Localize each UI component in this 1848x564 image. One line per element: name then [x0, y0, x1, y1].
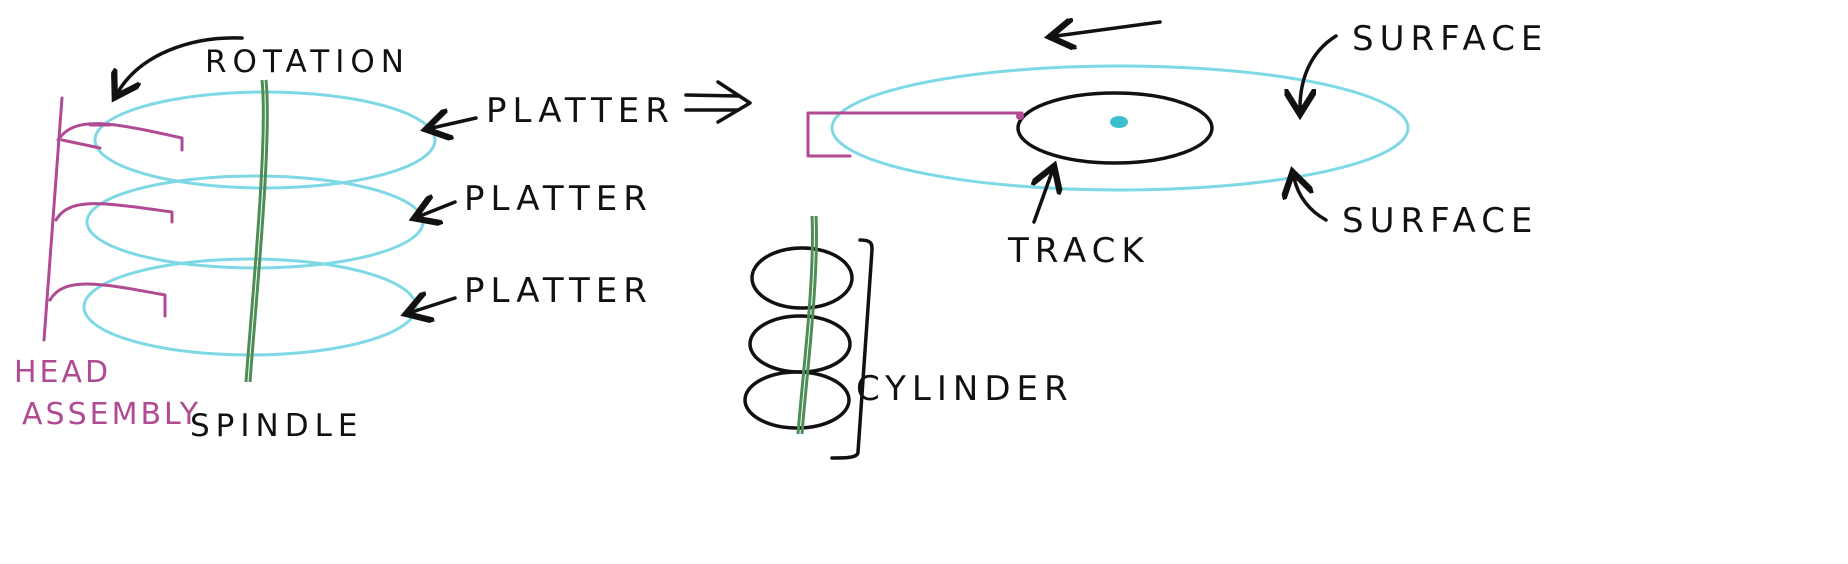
platter-middle-label: PLATTER [464, 179, 653, 219]
single-platter [830, 64, 1410, 192]
cylinder-spindle [796, 215, 818, 435]
surface-top-label: SURFACE [1352, 19, 1548, 59]
platter-bottom-label: PLATTER [464, 271, 653, 311]
platter-rotation-arrow [1056, 22, 1162, 36]
surface-bottom-arrow [1294, 178, 1328, 222]
surface-top-arrow [1300, 34, 1338, 108]
track-arrow [1034, 172, 1052, 224]
platter-top-arrow [432, 118, 478, 128]
cylinder-stack [743, 246, 854, 430]
head-arm [806, 111, 1024, 158]
spindle-center-dot [1110, 116, 1128, 128]
track-ring [1016, 91, 1214, 165]
head-assembly-label-line2: ASSEMBLY [22, 397, 201, 432]
head-assembly-label-line1: HEAD [14, 355, 111, 390]
track-label: TRACK [1007, 231, 1150, 271]
rotation-label: ROTATION [205, 44, 410, 80]
cylinder-label: CYLINDER [856, 369, 1074, 409]
rotation-arrow [118, 36, 244, 92]
surface-bottom-label: SURFACE [1342, 201, 1538, 241]
spindle [244, 79, 269, 383]
platter-middle-arrow [420, 202, 457, 216]
cylinder-bracket [830, 238, 874, 460]
spindle-label: SPINDLE [190, 408, 363, 444]
platter-top-label: PLATTER [486, 91, 675, 131]
platter-bottom-arrow [412, 298, 457, 312]
implies-arrow [684, 80, 752, 124]
head-assembly [42, 96, 184, 342]
